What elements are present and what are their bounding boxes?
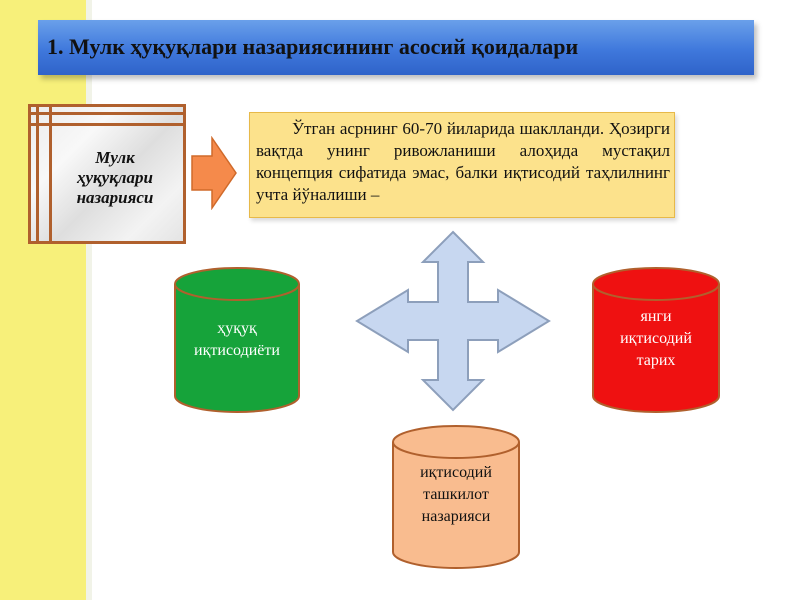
red-cylinder xyxy=(592,267,720,413)
concept-frame xyxy=(28,104,186,244)
slide-title: 1. Мулк ҳуқуқлари назариясининг асосий қ… xyxy=(47,34,579,59)
left-band-edge xyxy=(86,0,92,600)
description-text: Ўтган асрнинг 60-70 йиларида шаклланди. … xyxy=(256,119,670,204)
red-cylinder-label: янги иқтисодий тарих xyxy=(620,308,692,369)
title-bar xyxy=(38,20,754,75)
concept-label: Мулк ҳуқуқлари назарияси xyxy=(76,148,154,207)
description-box xyxy=(249,112,675,218)
green-cylinder-label: ҳуқуқ иқтисодиёти xyxy=(194,320,280,359)
orange-cylinder xyxy=(392,425,520,569)
right-arrow-icon xyxy=(191,136,237,210)
green-cylinder xyxy=(174,267,300,413)
left-decorative-band xyxy=(0,0,90,600)
four-way-arrow-icon xyxy=(355,230,551,412)
orange-cylinder-label: иқтисодий ташкилот назарияси xyxy=(420,464,492,525)
